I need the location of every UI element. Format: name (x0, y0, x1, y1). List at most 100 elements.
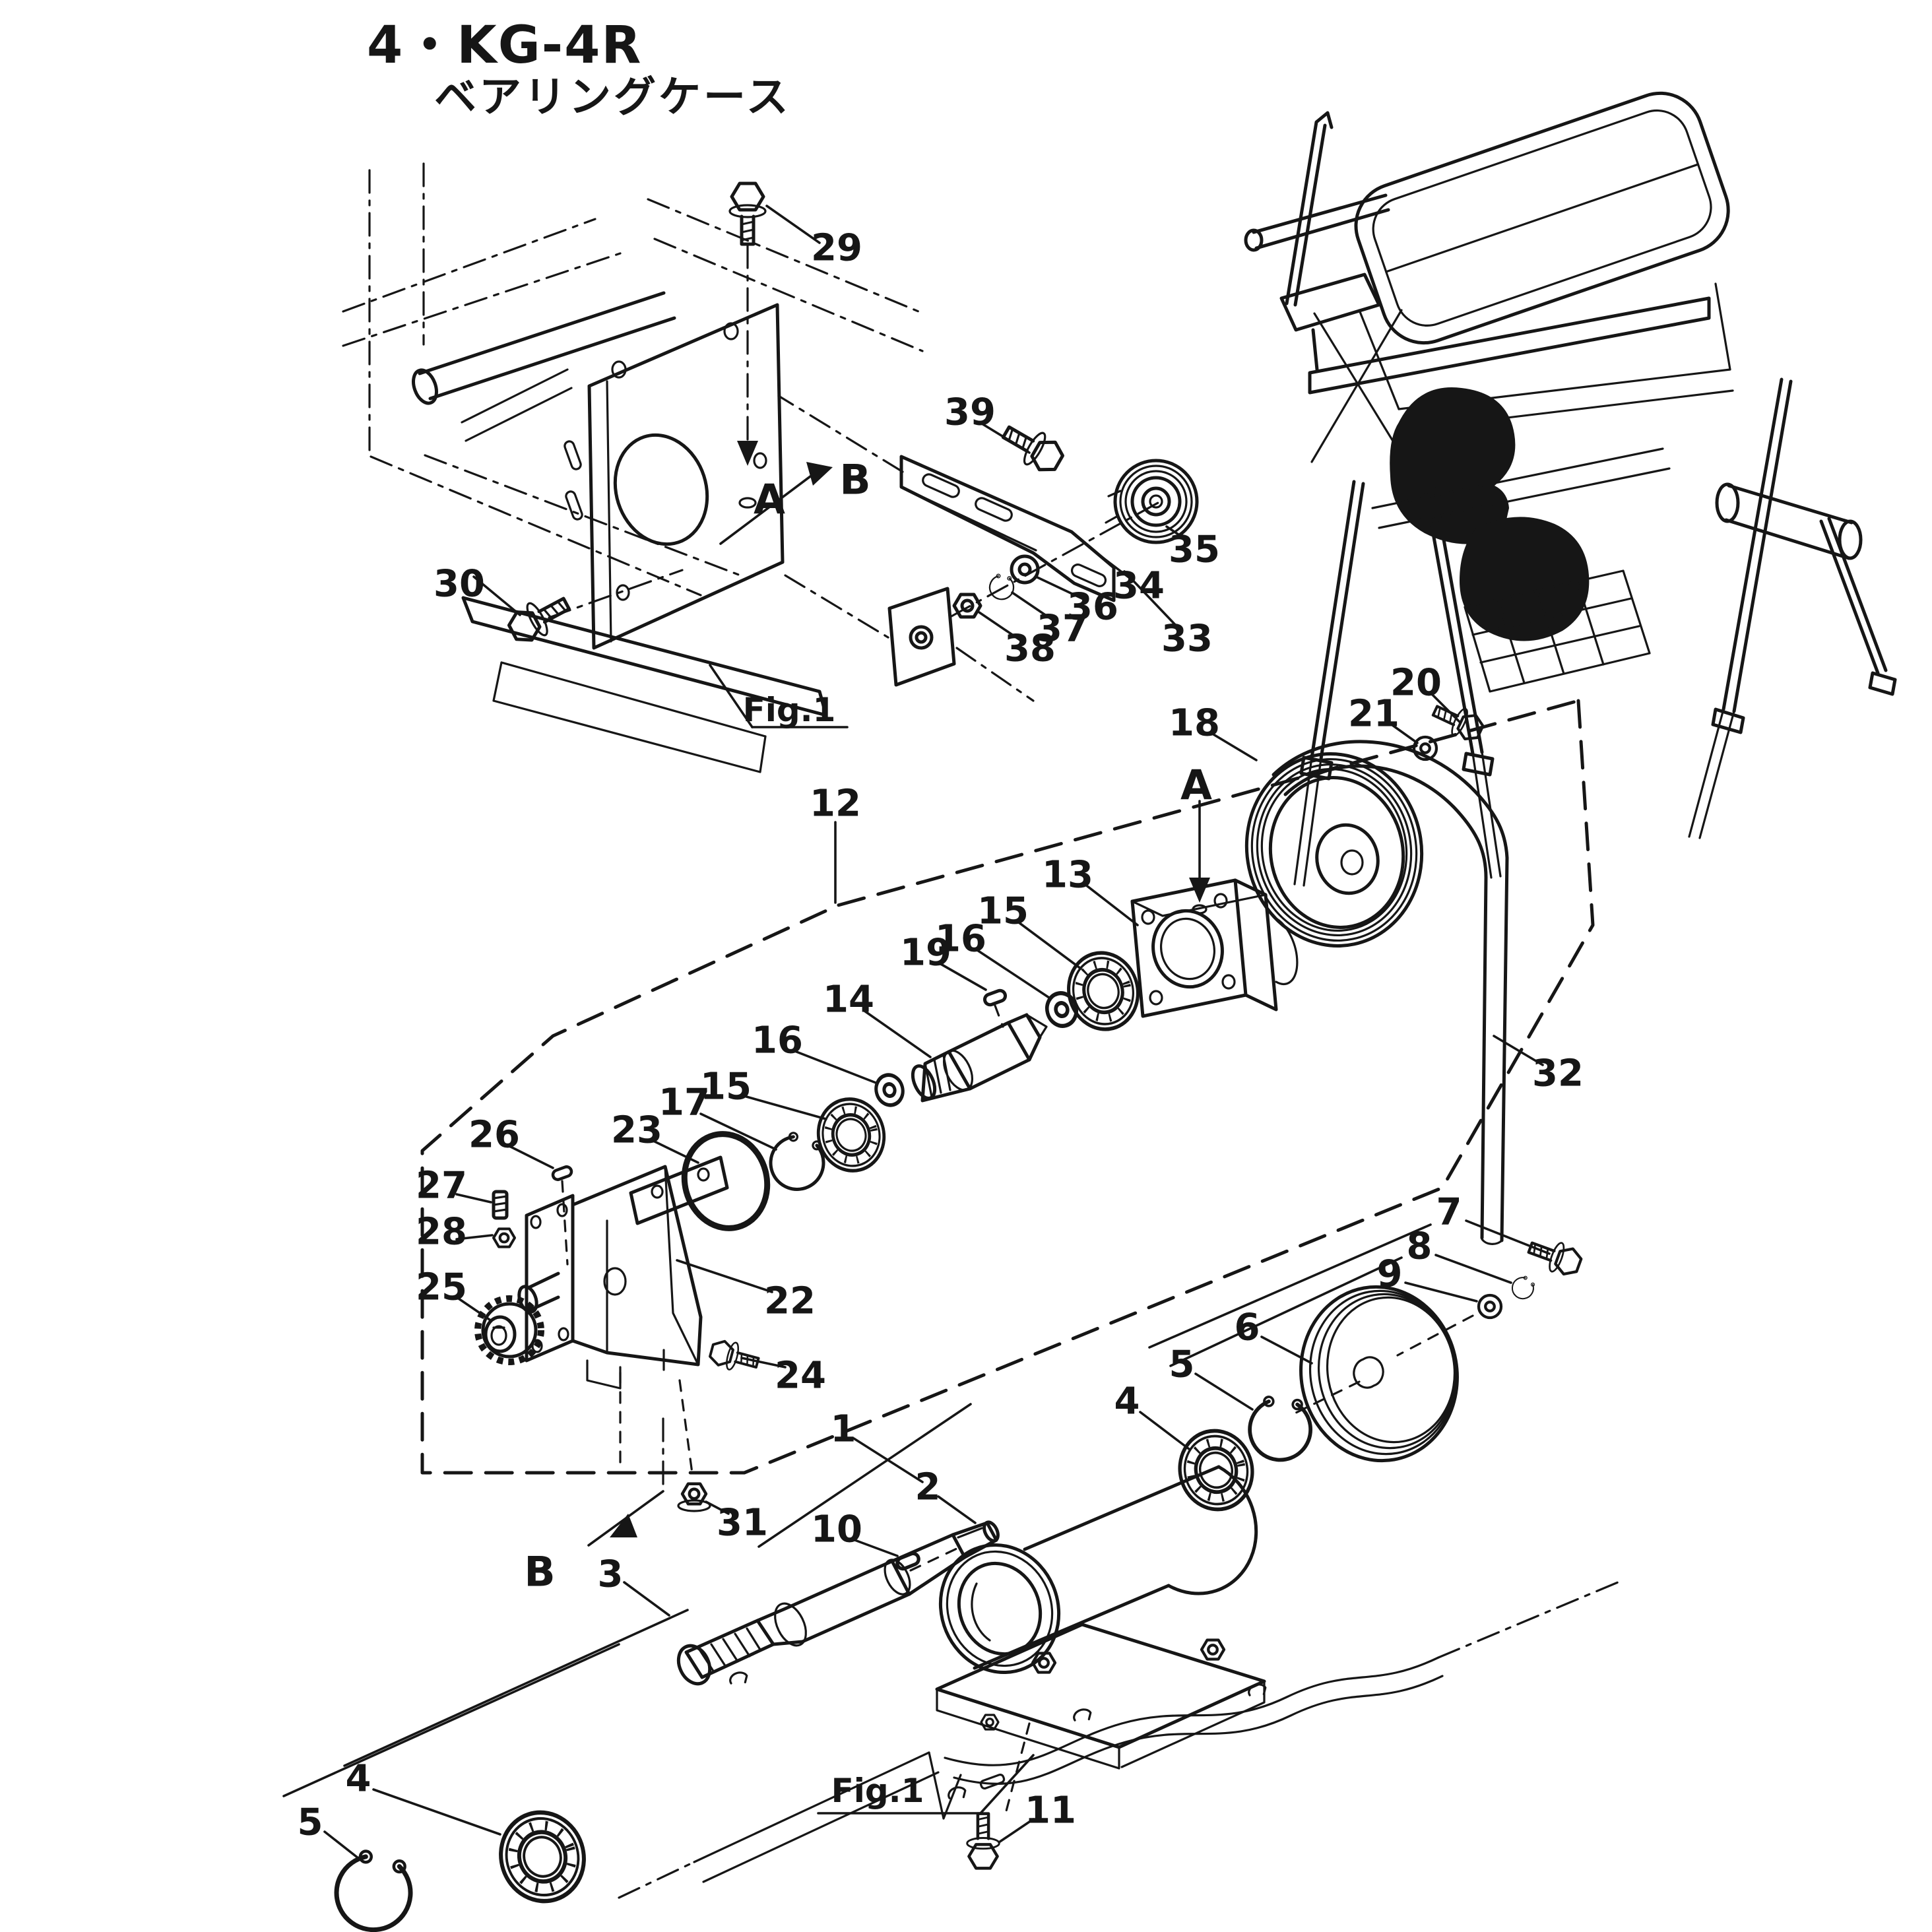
callout-7: 7 (1436, 1191, 1462, 1234)
key-19 (983, 989, 1007, 1006)
callout-16: 16 (935, 918, 986, 961)
callout-4-2: 4 (1114, 1380, 1140, 1423)
bolt-39 (997, 417, 1068, 478)
callout-layer: 1234545678910111213141516151617181920212… (298, 227, 1584, 1844)
o-ring-23 (681, 1131, 771, 1231)
washer-16b (873, 1072, 907, 1109)
callout-15-2: 15 (700, 1066, 752, 1109)
spline-shaft-3 (676, 1520, 1000, 1686)
callout-19: 19 (900, 932, 951, 975)
callout-13: 13 (1042, 854, 1093, 897)
callout-20: 20 (1390, 662, 1442, 705)
idler-pulley-35 (1105, 459, 1199, 544)
callout-38: 38 (1004, 628, 1056, 670)
callout-31: 31 (717, 1502, 768, 1545)
tension-bracket-assembly (777, 395, 1199, 617)
callout-3: 3 (598, 1553, 624, 1596)
callout-11: 11 (1025, 1789, 1076, 1832)
section-arrow-a-mid (1189, 878, 1210, 903)
section-arrow-a-top (737, 441, 758, 466)
callout-15: 15 (977, 890, 1029, 933)
bolt-24 (707, 1336, 763, 1378)
callout-4: 4 (346, 1758, 371, 1801)
leader-lines (282, 205, 1551, 1862)
detail-boundary-12 (420, 699, 1595, 1475)
key-26 (552, 1165, 573, 1180)
set-screw-27 (492, 1190, 509, 1220)
callout-25: 25 (416, 1266, 467, 1309)
callout-29: 29 (811, 227, 862, 270)
callout-39: 39 (944, 391, 996, 434)
nut-31 (677, 1484, 711, 1512)
callout-35: 35 (1169, 529, 1220, 571)
page-title: 4・KG-4R (367, 16, 643, 75)
washer-36 (1012, 556, 1038, 583)
callout-33: 33 (1161, 618, 1213, 660)
page-subtitle: ベアリングケース (434, 73, 791, 122)
figure-ref-fig1: Fig.1 (743, 691, 836, 729)
input-shaft-14 (911, 1013, 1048, 1103)
callout-2: 2 (915, 1466, 941, 1509)
callout-12: 12 (810, 783, 861, 825)
callout-37: 37 (1037, 608, 1088, 651)
callout-10: 10 (811, 1508, 862, 1551)
callout-32: 32 (1532, 1052, 1584, 1095)
section-arrow-b-top (806, 462, 833, 486)
view-label-B: B (524, 1548, 555, 1596)
bolt-30-axis (548, 569, 684, 619)
bearing-case-2 (935, 1465, 1266, 1770)
callout-36: 36 (1067, 586, 1118, 629)
bearing-4b (1172, 1423, 1261, 1517)
section-line-b-top (719, 471, 817, 545)
lock-washer-8 (1508, 1272, 1539, 1304)
bearing-4a (490, 1801, 595, 1912)
machine-overview (1244, 91, 1897, 887)
callout-18: 18 (1169, 702, 1220, 745)
view-label-layer: A B A B (524, 456, 1212, 1596)
callout-5: 5 (298, 1801, 323, 1844)
callout-6: 6 (1235, 1306, 1260, 1349)
callout-8: 8 (1407, 1225, 1433, 1268)
belt-32 (1272, 740, 1509, 1245)
pulley-6 (1293, 1285, 1459, 1463)
support-channel (461, 596, 828, 773)
callout-5-2: 5 (1169, 1343, 1195, 1386)
callout-34: 34 (1113, 565, 1165, 608)
nut-38 (954, 595, 981, 617)
mounting-plate (564, 303, 785, 650)
gear-case-22 (517, 1155, 729, 1390)
fig1-bottom-leader (979, 1754, 1035, 1815)
callout-1: 1 (831, 1408, 856, 1451)
sprocket-25 (474, 1295, 544, 1365)
callout-26: 26 (468, 1114, 520, 1157)
side-bracket-small (887, 587, 956, 687)
snap-ring-37 (988, 573, 1015, 600)
bearing-holder-13 (1130, 878, 1299, 1018)
callout-23: 23 (611, 1109, 662, 1152)
section-arrow-b-bottom (610, 1514, 637, 1537)
callout-14: 14 (823, 979, 874, 1021)
snap-ring-5b (1246, 1393, 1314, 1463)
callout-16-2: 16 (752, 1019, 803, 1062)
snap-ring-5a (334, 1850, 413, 1932)
callout-17: 17 (659, 1081, 710, 1124)
callout-27: 27 (416, 1165, 467, 1208)
callout-30: 30 (434, 563, 485, 606)
view-label-A: A (1180, 761, 1212, 810)
view-label-B: B (839, 456, 870, 504)
callout-24: 24 (775, 1355, 826, 1398)
frame-phantom-top-left (342, 162, 1035, 702)
bolt-7 (1525, 1233, 1584, 1279)
washer-9 (1479, 1295, 1501, 1318)
fig1-top-leader (709, 664, 754, 728)
view-label-A: A (754, 476, 785, 524)
figure-ref-fig1: Fig.1 (831, 1772, 924, 1810)
callout-28: 28 (416, 1211, 467, 1254)
callout-21: 21 (1348, 693, 1400, 736)
frame-phantom-bottom (618, 1581, 1619, 1899)
bolt-11 (967, 1814, 1000, 1869)
pulley-18 (1244, 752, 1424, 948)
